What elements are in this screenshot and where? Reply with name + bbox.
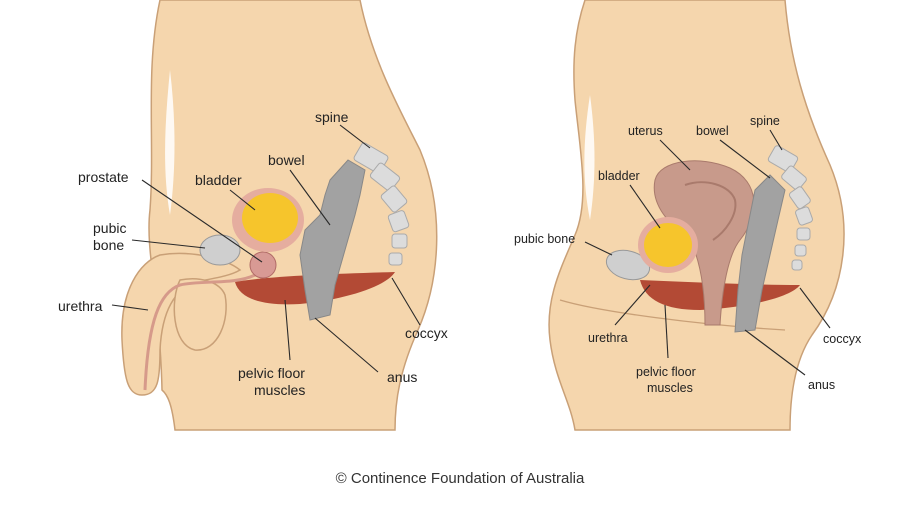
female-label-pubic-bone: pubic bone: [514, 232, 575, 246]
female-label-bowel: bowel: [696, 124, 729, 138]
female-pelvic-floor-leader: [664, 304, 669, 359]
female-pubic-bone-leader: [584, 241, 613, 256]
male-label-bowel: bowel: [268, 152, 305, 168]
female-bladder-leader: [629, 184, 661, 229]
male-body-highlight: [165, 70, 175, 215]
female-label-anus: anus: [808, 378, 835, 392]
male-label-anus: anus: [387, 369, 417, 385]
female-figure: uterus bowel spine bladder pubic bone ur…: [514, 0, 862, 431]
male-label-spine: spine: [315, 109, 349, 125]
female-label-muscles: muscles: [647, 381, 693, 395]
female-body-highlight: [584, 95, 595, 220]
male-bladder-inner: [242, 193, 298, 243]
male-urethra-channel: [143, 273, 256, 391]
male-label-pelvic-floor: pelvic floor: [238, 365, 305, 381]
male-prostate-leader: [141, 179, 263, 263]
male-label-coccyx: coccyx: [405, 325, 448, 341]
male-spine: [353, 142, 410, 266]
female-uterus-leader: [659, 139, 691, 171]
female-label-spine: spine: [750, 114, 780, 128]
male-pubic-bone: [199, 234, 241, 266]
male-label-prostate: prostate: [78, 169, 129, 185]
female-bowel: [734, 174, 786, 333]
male-label-urethra: urethra: [58, 298, 103, 314]
male-label-bladder: bladder: [195, 172, 242, 188]
female-spine: [767, 145, 813, 271]
female-urethra-leader: [614, 284, 651, 326]
male-anus-leader: [314, 317, 379, 373]
male-bowel-leader: [289, 169, 331, 226]
female-anus-leader: [744, 329, 806, 376]
female-bladder-inner: [644, 223, 692, 267]
female-bowel-leader: [719, 139, 771, 179]
male-urethra-leader: [111, 304, 149, 311]
male-coccyx-leader: [391, 277, 421, 326]
female-pubic-bone: [605, 249, 651, 281]
male-figure: spine bowel bladder prostate pubic bone …: [58, 0, 448, 431]
male-label-muscles: muscles: [254, 382, 305, 398]
male-penis: [121, 252, 242, 396]
male-label-pubic: pubic: [93, 220, 126, 236]
female-label-pelvic-floor: pelvic floor: [636, 365, 696, 379]
female-label-bladder: bladder: [598, 169, 640, 183]
female-coccyx-leader: [799, 287, 831, 329]
male-bladder-leader: [229, 189, 256, 211]
male-pelvic-floor-leader: [284, 299, 291, 361]
female-label-uterus: uterus: [628, 124, 663, 138]
male-spine-leader: [339, 124, 371, 149]
male-pubic-bone-leader: [131, 239, 206, 249]
male-bowel: [299, 159, 366, 321]
copyright-text: © Continence Foundation of Australia: [336, 470, 585, 487]
female-spine-leader: [769, 129, 783, 151]
female-label-urethra: urethra: [588, 331, 628, 345]
female-uterus-cavity: [684, 181, 737, 241]
male-label-bone: bone: [93, 237, 124, 253]
female-label-coccyx: coccyx: [823, 332, 862, 346]
